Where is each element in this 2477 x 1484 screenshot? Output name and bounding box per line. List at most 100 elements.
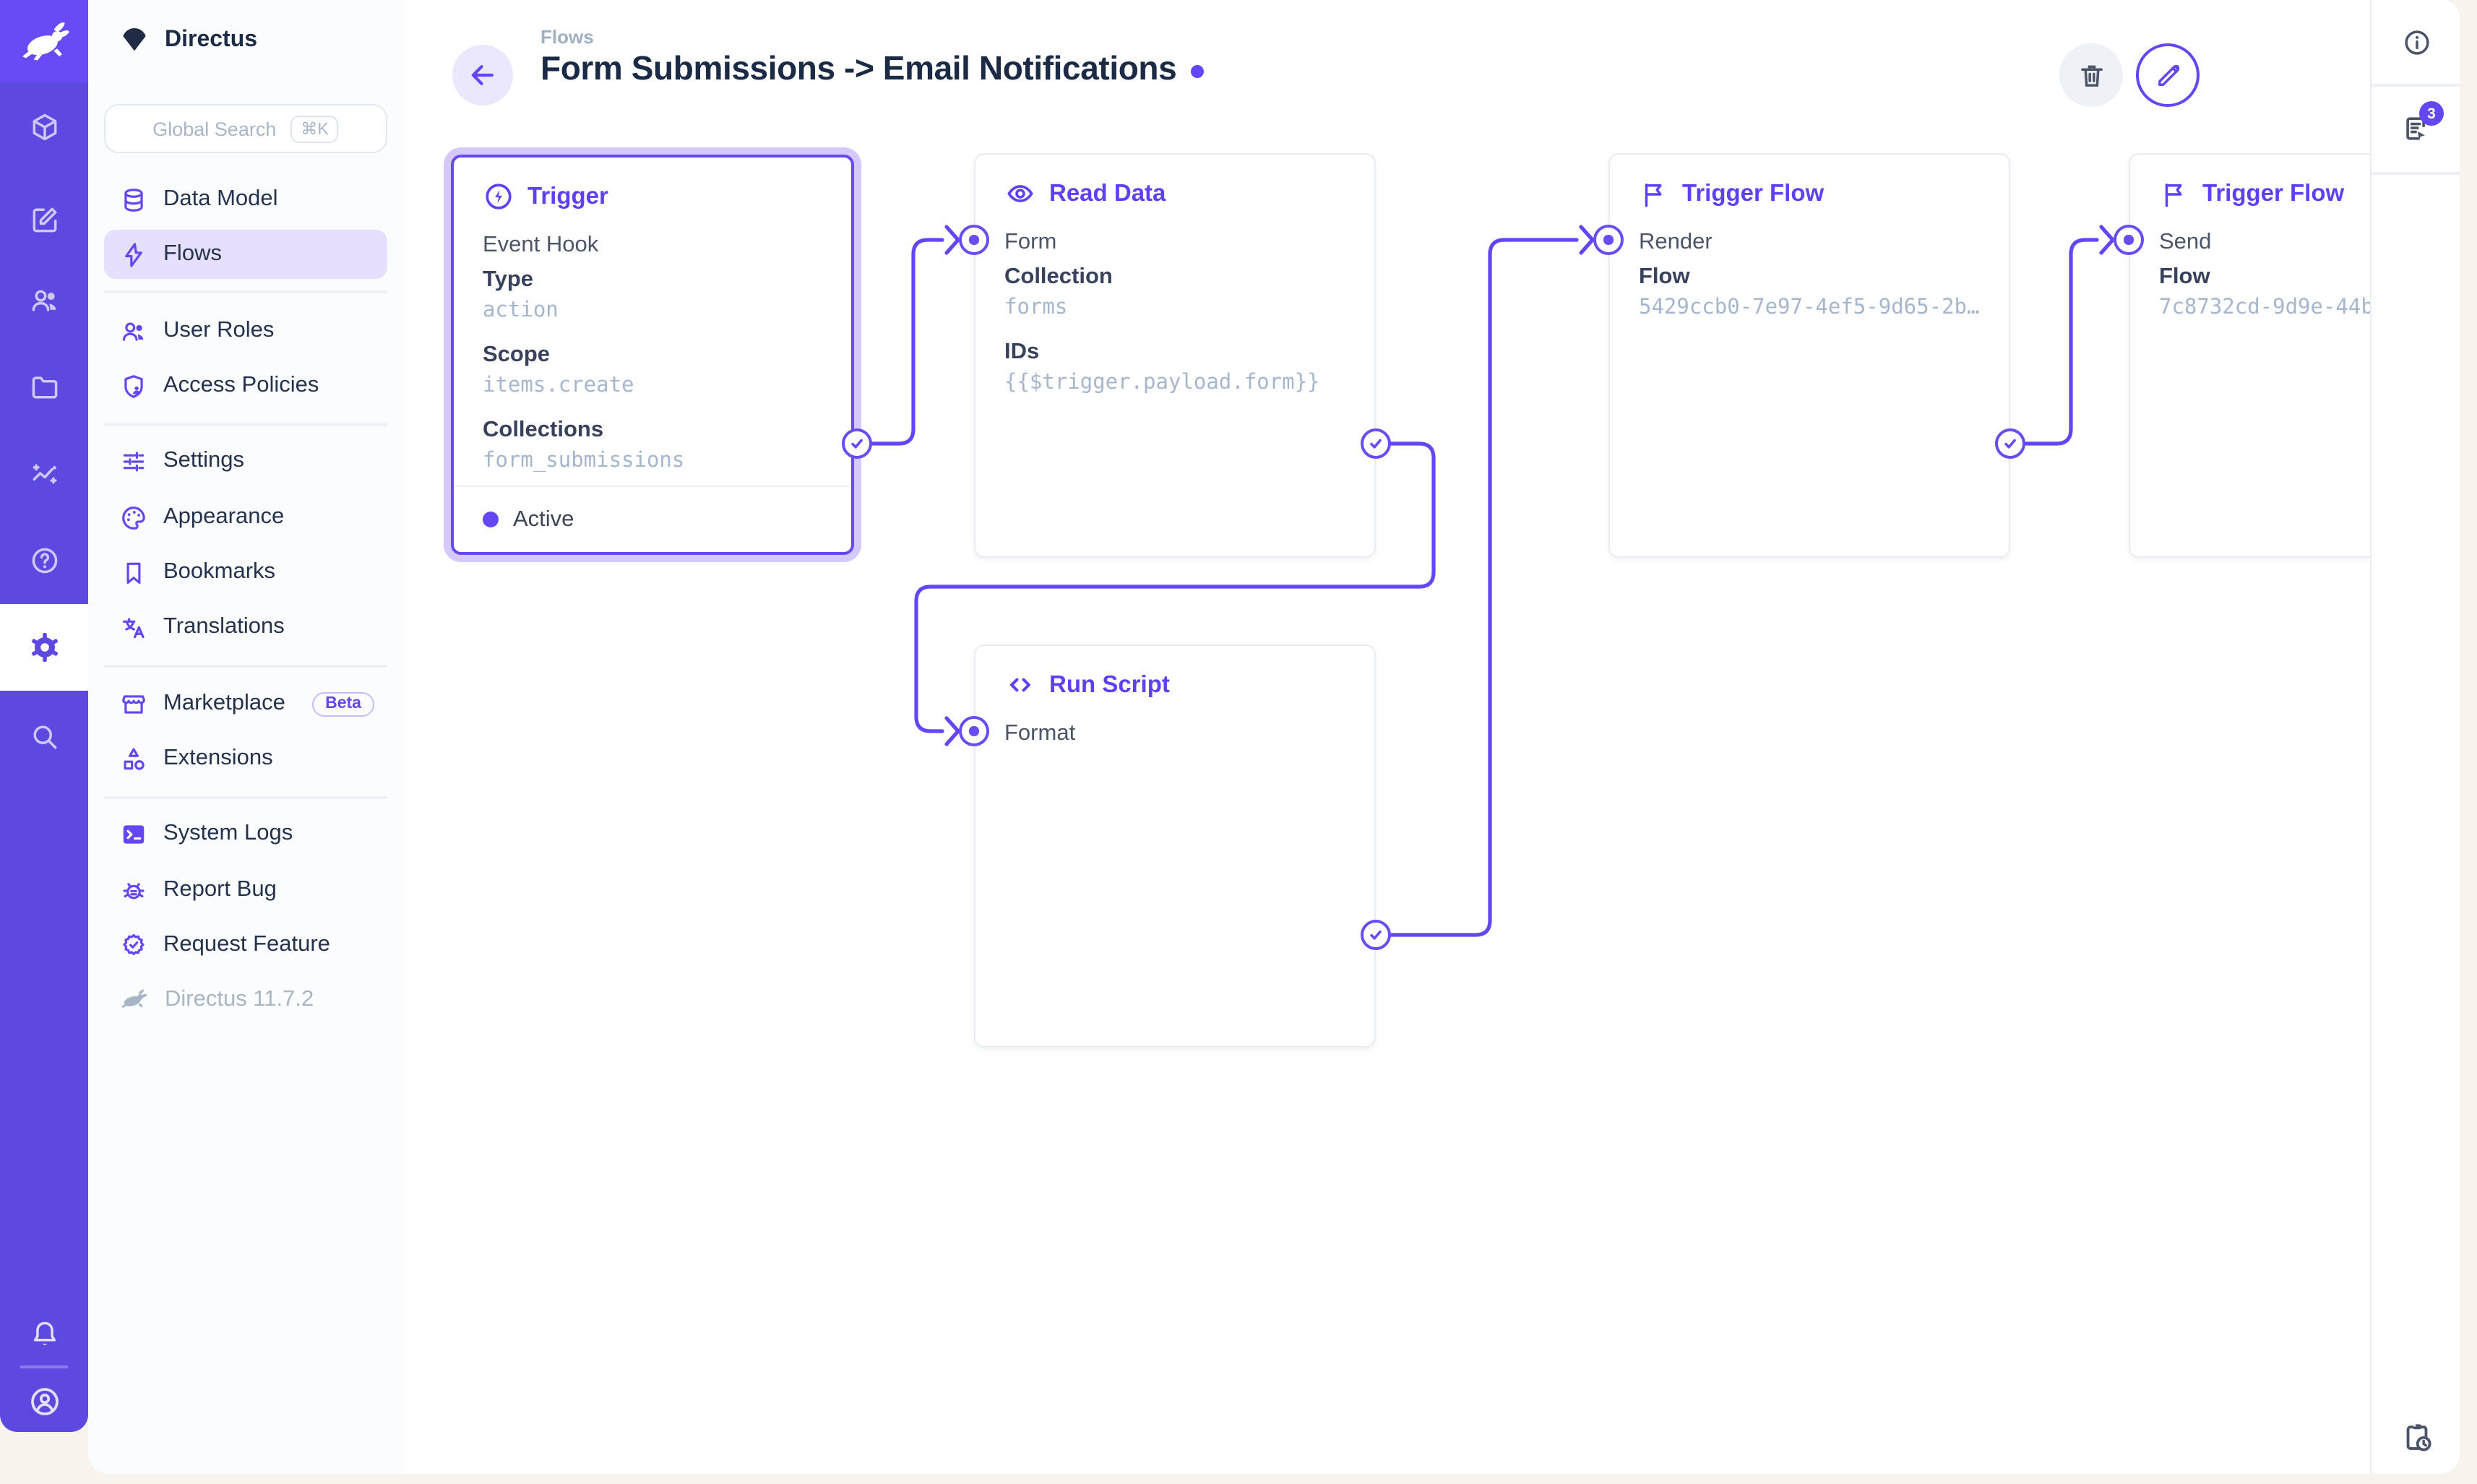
nav-item-request-feature[interactable]: Request Feature bbox=[104, 920, 387, 970]
edit-square-icon bbox=[32, 207, 56, 233]
notifications-button[interactable] bbox=[0, 1302, 88, 1366]
flow-node-read-data[interactable]: Read Data Form Collection forms IDs {{$t… bbox=[974, 153, 1376, 558]
nav-item-access-policies[interactable]: Access Policies bbox=[104, 361, 387, 410]
search-icon bbox=[33, 725, 56, 749]
port-input-trigger-flow-render[interactable] bbox=[1593, 225, 1624, 255]
badge-check-icon bbox=[123, 933, 145, 954]
flow-node-trigger[interactable]: Trigger Event Hook Type action Scope ite… bbox=[451, 155, 854, 555]
beta-badge: Beta bbox=[312, 691, 374, 716]
nav-item-extensions[interactable]: Extensions bbox=[104, 734, 387, 783]
nav-divider bbox=[104, 423, 387, 426]
port-input-trigger-flow-send[interactable] bbox=[2114, 225, 2144, 255]
eye-icon bbox=[1007, 185, 1033, 202]
module-content[interactable] bbox=[0, 95, 88, 159]
nav-item-marketplace[interactable]: Marketplace Beta bbox=[104, 679, 387, 728]
node-title: Trigger Flow bbox=[1682, 180, 1825, 206]
flow-wires bbox=[855, 225, 2116, 937]
check-icon bbox=[1370, 930, 1382, 940]
global-search-input[interactable]: Global Search ⌘K bbox=[104, 104, 387, 153]
port-label: Form bbox=[1004, 230, 1057, 254]
edit-button[interactable] bbox=[2136, 43, 2200, 107]
analytics-icon bbox=[32, 464, 56, 484]
flow-node-trigger-flow-render[interactable]: Trigger Flow Render Flow 5429ccb0-7e97-4… bbox=[1608, 153, 2010, 558]
page-title: Form Submissions -> Email Notifications bbox=[540, 49, 1177, 87]
project-header[interactable]: Directus bbox=[104, 16, 387, 65]
port-label: Format bbox=[1004, 721, 1076, 746]
content-window: Trigger Event Hook Type action Scope ite… bbox=[88, 0, 2460, 1474]
nav-divider bbox=[104, 665, 387, 667]
node-title: Trigger bbox=[527, 183, 608, 209]
nav-item-data-model[interactable]: Data Model bbox=[104, 175, 387, 224]
revisions-button[interactable] bbox=[2372, 1420, 2460, 1454]
port-output-trigger[interactable] bbox=[842, 428, 872, 459]
field-label: Flow bbox=[2159, 264, 2210, 289]
bolt-icon bbox=[125, 242, 142, 267]
module-users[interactable] bbox=[0, 269, 88, 332]
port-label: Render bbox=[1639, 230, 1713, 254]
nav-item-report-bug[interactable]: Report Bug bbox=[104, 866, 387, 915]
port-input-read-data[interactable] bbox=[959, 225, 989, 255]
nav-item-bookmarks[interactable]: Bookmarks bbox=[104, 548, 387, 597]
translate-icon bbox=[122, 617, 145, 638]
nav-item-translations[interactable]: Translations bbox=[104, 603, 387, 652]
rail-divider bbox=[2372, 172, 2460, 174]
field-label: Collection bbox=[1004, 264, 1113, 289]
field-label: Scope bbox=[483, 342, 551, 367]
rabbit-gray-icon bbox=[121, 989, 147, 1008]
folder-icon bbox=[31, 376, 57, 399]
version-info: Directus 11.7.2 bbox=[104, 975, 387, 1024]
bell-icon bbox=[33, 1321, 56, 1345]
storefront-icon bbox=[122, 694, 145, 713]
field-label: Flow bbox=[1639, 264, 1690, 289]
rabbit-logo-icon bbox=[22, 22, 69, 60]
breadcrumb[interactable]: Flows bbox=[540, 26, 594, 48]
module-editor[interactable] bbox=[0, 188, 88, 251]
port-output-trigger-flow-render[interactable] bbox=[1995, 428, 2025, 459]
field-label: Collections bbox=[483, 418, 604, 442]
field-value: action bbox=[483, 299, 559, 322]
field-label: Type bbox=[483, 267, 534, 292]
field-value: forms bbox=[1004, 296, 1068, 319]
module-bar bbox=[0, 0, 88, 1432]
port-output-run-script[interactable] bbox=[1361, 920, 1391, 950]
notification-count-badge: 3 bbox=[2419, 101, 2444, 126]
module-help[interactable] bbox=[0, 529, 88, 592]
help-icon bbox=[31, 548, 57, 574]
node-title: Run Script bbox=[1049, 671, 1170, 697]
user-roles-icon bbox=[122, 322, 144, 340]
module-files[interactable] bbox=[0, 355, 88, 419]
tune-icon bbox=[123, 451, 145, 471]
field-value: form_submissions bbox=[483, 449, 685, 473]
logs-button[interactable] bbox=[2372, 84, 2460, 172]
version-label: Directus 11.7.2 bbox=[165, 987, 314, 1011]
nav-item-appearance[interactable]: Appearance bbox=[104, 493, 387, 542]
port-label: Send bbox=[2159, 230, 2212, 254]
nav-item-user-roles[interactable]: User Roles bbox=[104, 306, 387, 355]
bookmark-icon bbox=[126, 561, 141, 584]
check-icon bbox=[1370, 439, 1382, 449]
user-menu-button[interactable] bbox=[0, 1370, 88, 1433]
module-insights[interactable] bbox=[0, 442, 88, 506]
bug-icon bbox=[123, 882, 145, 899]
port-output-read-data[interactable] bbox=[1361, 428, 1391, 459]
terminal-icon bbox=[123, 824, 145, 843]
palette-icon bbox=[122, 506, 145, 529]
nav-item-flows[interactable]: Flows bbox=[104, 230, 387, 279]
field-value: {{$trigger.payload.form}} bbox=[1004, 371, 1320, 394]
delete-button[interactable] bbox=[2059, 43, 2123, 107]
code-icon bbox=[1010, 678, 1030, 692]
nav-item-system-logs[interactable]: System Logs bbox=[104, 809, 387, 858]
module-settings-active[interactable] bbox=[0, 604, 88, 691]
info-button[interactable] bbox=[2372, 0, 2460, 84]
flow-node-run-script[interactable]: Run Script Format bbox=[974, 644, 1376, 1048]
shield-user-icon bbox=[124, 374, 143, 397]
rail-divider bbox=[2372, 84, 2460, 86]
trash-icon bbox=[2080, 64, 2102, 86]
port-input-run-script[interactable] bbox=[959, 716, 989, 746]
directus-logo[interactable] bbox=[0, 0, 88, 82]
bar-divider bbox=[20, 1366, 68, 1368]
nav-item-settings[interactable]: Settings bbox=[104, 436, 387, 486]
module-search[interactable] bbox=[0, 705, 88, 769]
back-button[interactable] bbox=[452, 45, 513, 105]
nav-divider bbox=[104, 796, 387, 798]
